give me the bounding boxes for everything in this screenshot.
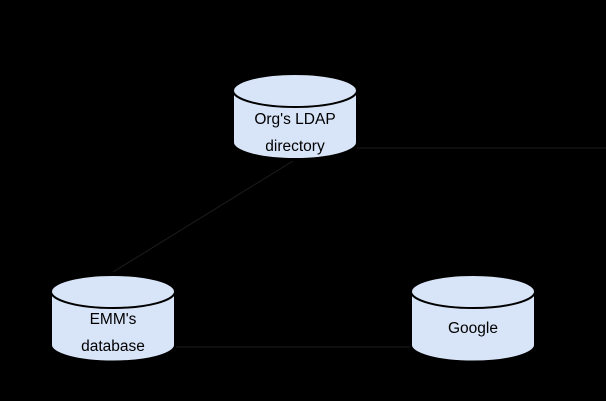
db-cylinder-emm: EMM's database xyxy=(50,274,176,363)
connector-trace-emm-ldap xyxy=(112,160,294,273)
db-cylinder-google: Google xyxy=(410,274,536,363)
cylinder-top xyxy=(410,274,536,309)
node-label-org-ldap-line2: directory xyxy=(265,138,325,155)
cylinder-body xyxy=(410,291,536,363)
cylinder-top xyxy=(50,274,176,309)
node-label-google: Google xyxy=(448,320,498,337)
node-label-org-ldap-line1: Org's LDAP xyxy=(254,111,335,128)
cylinder-body xyxy=(232,90,358,160)
connector-traces xyxy=(112,147,606,348)
node-label-emm-line2: database xyxy=(81,338,145,355)
node-label-emm-line1: EMM's xyxy=(90,311,137,328)
cylinder-top xyxy=(232,73,358,108)
db-cylinder-org-ldap: Org's LDAP directory xyxy=(232,73,358,160)
cylinder-body xyxy=(50,291,176,363)
